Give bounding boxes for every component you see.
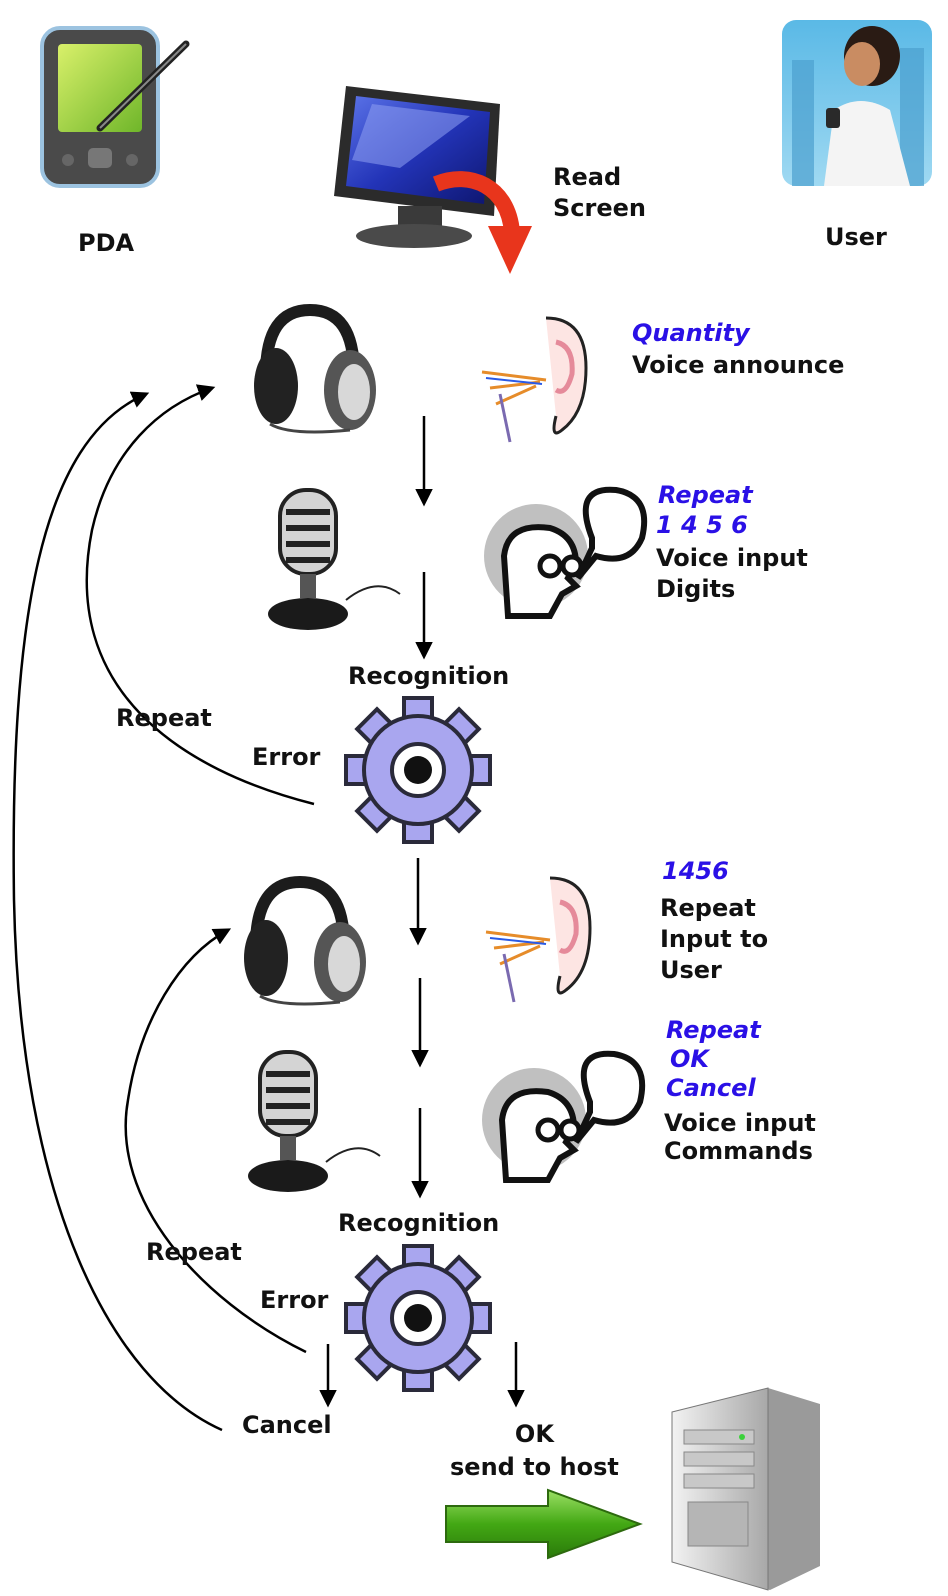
repeat-input-label: Repeat Input to User	[660, 893, 768, 986]
repeat-loop-arrow	[85, 384, 315, 806]
voice-input-digits-line: Voice input	[656, 544, 808, 572]
ok-send-label: OK send to host	[450, 1418, 619, 1484]
recognition-label: Recognition	[338, 1209, 500, 1237]
repeat-loop-arrow	[124, 928, 307, 1354]
monitor-icon	[334, 86, 532, 274]
microphone-icon	[248, 1050, 381, 1192]
error-label: Error	[260, 1286, 329, 1314]
green-arrow-icon	[445, 1488, 643, 1560]
command-repeat: Repeat	[666, 1016, 761, 1044]
quantity-label: Quantity	[632, 319, 750, 347]
user-label: User	[825, 223, 887, 251]
number-label: 1456	[662, 857, 729, 885]
gear-icon	[344, 696, 492, 844]
pda-icon	[40, 26, 190, 188]
gear-icon	[344, 1244, 492, 1392]
voice-input-commands-line: Commands	[664, 1137, 813, 1165]
cancel-label: Cancel	[242, 1411, 332, 1439]
read-screen-line: Read	[553, 163, 622, 191]
voice-input-commands-label: Voice input Commands	[664, 1109, 816, 1165]
command-ok: OK	[670, 1045, 709, 1073]
error-label: Error	[252, 743, 321, 771]
repeat-input-line: Repeat	[660, 894, 756, 922]
ear-icon	[485, 876, 592, 1003]
headphones-icon	[244, 875, 366, 1006]
pda-label: PDA	[78, 229, 135, 257]
repeat-input-line: Input to	[660, 925, 769, 953]
read-screen-label: Read Screen	[553, 162, 646, 224]
ok-send-line: send to host	[450, 1453, 619, 1481]
voice-input-digits-label: Voice input Digits	[656, 543, 808, 605]
repeat-loop-label: Repeat	[116, 704, 212, 732]
read-screen-line: Screen	[553, 194, 646, 222]
ear-icon	[481, 316, 588, 443]
command-cancel: Cancel	[666, 1074, 756, 1102]
repeat-input-line: User	[660, 956, 722, 984]
voice-announce-label: Voice announce	[632, 351, 845, 379]
flow-arrows	[12, 384, 525, 1432]
user-photo-icon	[782, 20, 932, 186]
repeat-loop-label: Repeat	[146, 1238, 242, 1266]
ok-send-line: OK	[514, 1420, 554, 1448]
digits-example-label: 1 4 5 6	[656, 511, 748, 539]
speaking-head-icon	[482, 1050, 646, 1183]
voice-input-commands-line: Voice input	[664, 1109, 816, 1137]
microphone-icon	[268, 488, 401, 630]
voice-input-digits-line: Digits	[656, 575, 736, 603]
recognition-label: Recognition	[348, 662, 510, 690]
server-icon	[671, 1387, 820, 1591]
commands-label: Repeat OK Cancel	[666, 1016, 761, 1103]
headphones-icon	[254, 303, 376, 434]
repeat-command-label: Repeat	[658, 481, 753, 509]
cancel-loop-arrow	[12, 391, 223, 1432]
speaking-head-icon	[484, 486, 648, 619]
